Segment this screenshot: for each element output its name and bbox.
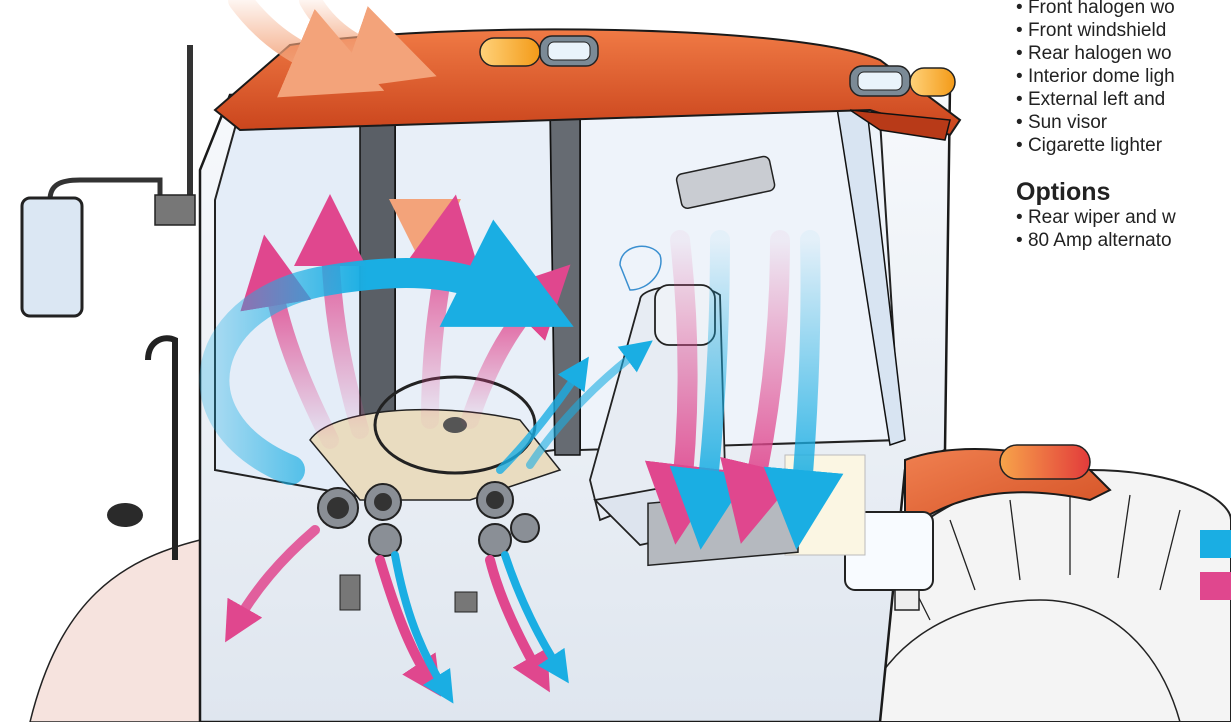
options-heading: Options bbox=[1016, 178, 1111, 206]
feature-item: External left and bbox=[1016, 88, 1231, 111]
washer-tank bbox=[844, 511, 934, 611]
grab-rail bbox=[145, 335, 178, 560]
standard-features-list: Front halogen wo Front windshield Rear h… bbox=[1016, 0, 1231, 157]
options-list: Rear wiper and w 80 Amp alternato bbox=[1016, 206, 1231, 252]
feature-item: Interior dome ligh bbox=[1016, 65, 1231, 88]
operator-outline bbox=[619, 245, 662, 291]
floor-airflow-arrows bbox=[225, 525, 569, 704]
option-item: Rear wiper and w bbox=[1016, 206, 1231, 229]
roof-work-lights bbox=[479, 35, 956, 97]
feature-item: Cigarette lighter bbox=[1016, 134, 1231, 157]
cool-air-circulation-arrow bbox=[199, 219, 574, 485]
rear-beacon-light bbox=[999, 444, 1091, 480]
side-mirror bbox=[20, 45, 196, 318]
feature-item: Sun visor bbox=[1016, 111, 1231, 134]
rear-down-airflow-arrows bbox=[644, 230, 844, 550]
feature-item: Rear halogen wo bbox=[1016, 42, 1231, 65]
overhead-console bbox=[675, 155, 776, 210]
feature-item: Front halogen wo bbox=[1016, 0, 1231, 19]
door-latch bbox=[107, 503, 143, 527]
legend-swatch-cool bbox=[1200, 530, 1231, 558]
feature-item: Front windshield bbox=[1016, 19, 1231, 42]
front-body bbox=[29, 539, 201, 722]
legend-swatch-warm bbox=[1200, 572, 1231, 600]
option-item: 80 Amp alternato bbox=[1016, 229, 1231, 252]
pedals bbox=[339, 574, 478, 613]
cool-air-cabin-arrows bbox=[496, 340, 653, 474]
feature-text-panel: Front halogen wo Front windshield Rear h… bbox=[1016, 0, 1231, 252]
air-vents bbox=[317, 481, 540, 557]
